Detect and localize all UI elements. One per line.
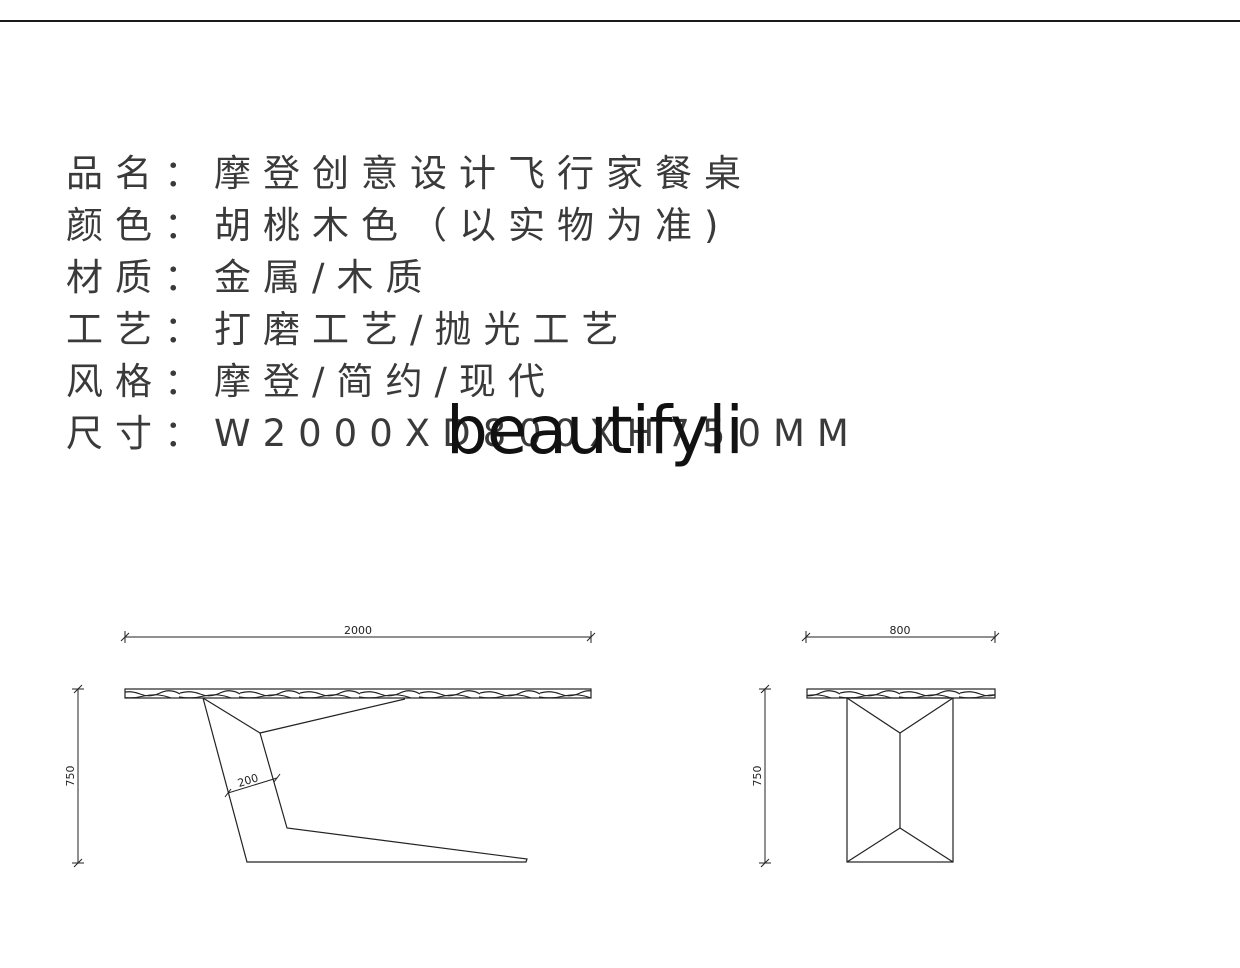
- spec-row-craft: 工艺：打磨工艺/抛光工艺: [66, 304, 861, 356]
- table-leg-end: [846, 697, 954, 863]
- end-view-drawing: 800 750: [751, 624, 1000, 868]
- side-view-drawing: 2000 750 200: [64, 624, 596, 868]
- watermark-text: beautifyli: [446, 392, 744, 469]
- side-height-label: 750: [64, 766, 77, 787]
- spec-row-color: 颜色：胡桃木色（以实物为准): [66, 200, 861, 252]
- spec-label: 工艺：: [66, 308, 213, 351]
- side-width-label: 2000: [344, 624, 372, 637]
- spec-label: 风格：: [66, 360, 213, 403]
- spec-value: 打磨工艺/抛光工艺: [214, 308, 631, 351]
- spec-value: 摩登/简约/现代: [214, 360, 557, 403]
- spec-row-material: 材质：金属/木质: [66, 252, 861, 304]
- spec-label: 品名：: [66, 152, 213, 195]
- end-width-dimension-line: [801, 631, 1000, 643]
- table-leg-side: [202, 697, 528, 863]
- end-width-label: 800: [890, 624, 911, 637]
- spec-value: 胡桃木色（以实物为准): [214, 204, 731, 247]
- spec-row-style: 风格：摩登/简约/现代: [66, 356, 861, 408]
- tabletop-side: [124, 688, 592, 699]
- spec-label: 颜色：: [66, 204, 213, 247]
- leg-dimension-line: [224, 773, 281, 798]
- top-divider: [0, 20, 1240, 22]
- height-dimension-line: [72, 684, 84, 868]
- spec-value: 金属/木质: [214, 256, 435, 299]
- spec-row-name: 品名：摩登创意设计飞行家餐桌: [66, 148, 861, 200]
- spec-row-size: 尺寸：W2000XD800XH750MM: [66, 408, 861, 460]
- tabletop-end: [806, 688, 996, 699]
- spec-label: 材质：: [66, 256, 213, 299]
- spec-label: 尺寸：: [66, 412, 213, 455]
- spec-value: W2000XD800XH750MM: [214, 412, 861, 455]
- leg-thickness-label: 200: [236, 771, 260, 790]
- end-height-dimension-line: [759, 684, 771, 868]
- spec-list: 品名：摩登创意设计飞行家餐桌 颜色：胡桃木色（以实物为准) 材质：金属/木质 工…: [66, 148, 861, 460]
- end-height-label: 750: [751, 766, 764, 787]
- width-dimension-line: [120, 631, 596, 643]
- spec-value: 摩登创意设计飞行家餐桌: [214, 152, 753, 195]
